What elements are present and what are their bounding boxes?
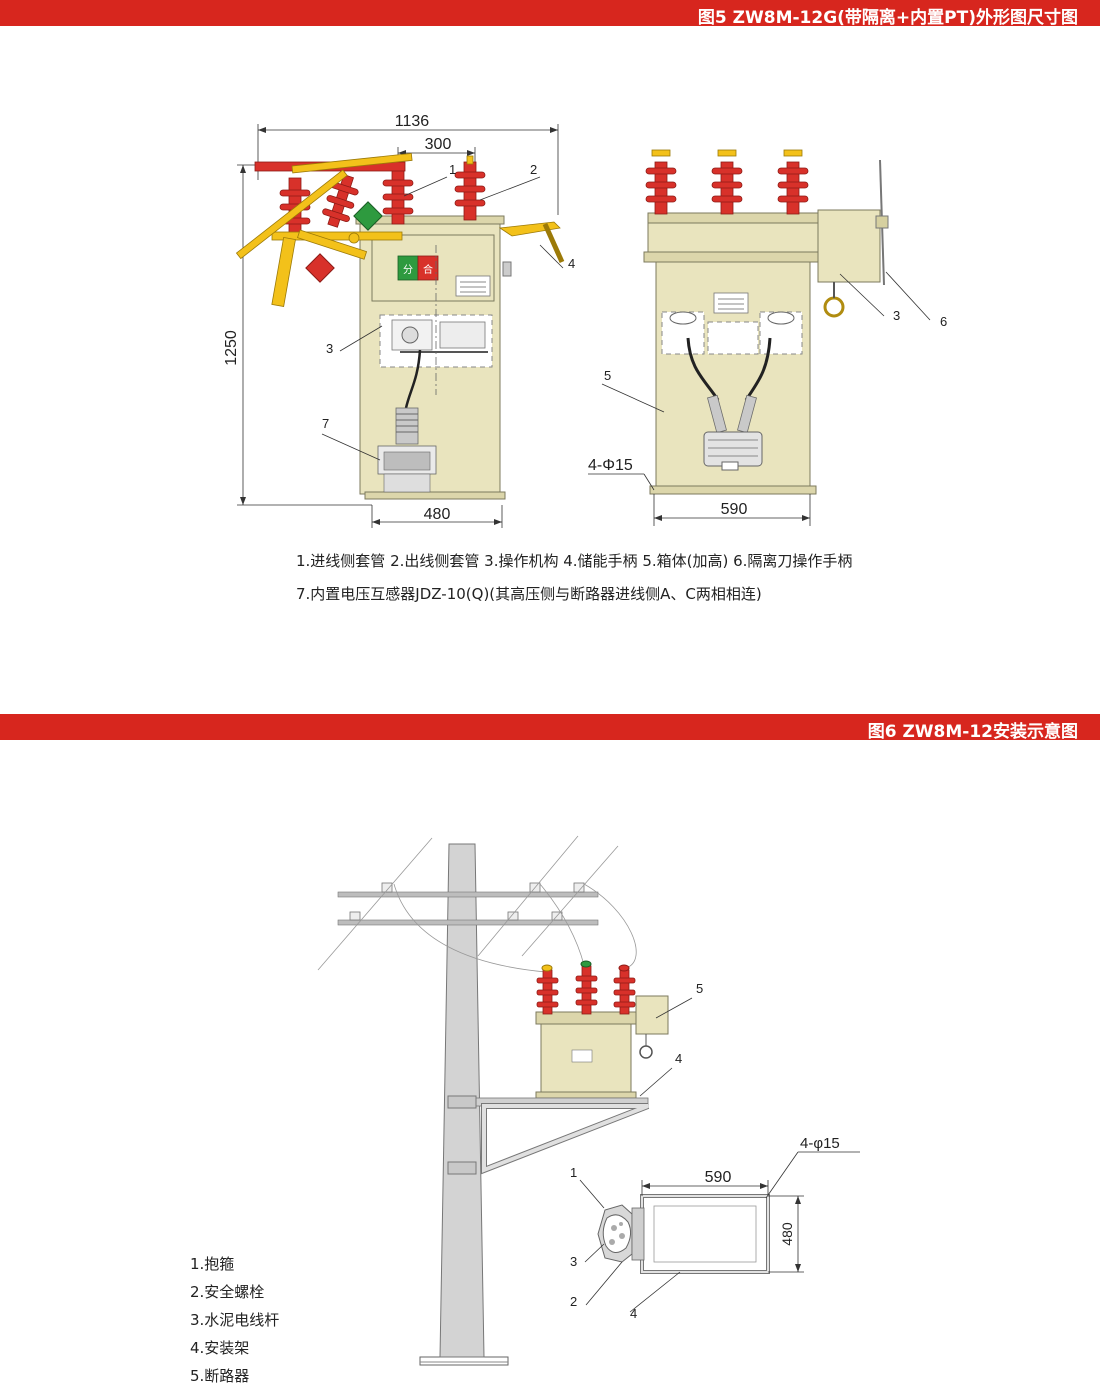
dimension-front-width: 590 <box>721 501 748 518</box>
install-callout-2: 2 <box>570 1294 577 1309</box>
front-bushings <box>645 149 809 215</box>
section2-title: 图6 ZW8M-12安装示意图 <box>867 722 1078 742</box>
open-indicator-label: 分 <box>403 264 413 276</box>
installation-drawing: 590 480 4-φ15 5 4 1 3 2 4 <box>317 835 860 1366</box>
callout-6: 6 <box>940 314 947 329</box>
callout-3-front: 3 <box>893 308 900 323</box>
front-voltage-transformer <box>703 394 763 471</box>
callout-1: 1 <box>449 162 456 177</box>
callout-5: 5 <box>604 368 611 383</box>
install-callout-3: 3 <box>570 1254 577 1269</box>
section2-legend-item-2: 2.安全螺栓 <box>190 1283 265 1301</box>
install-callout-5: 5 <box>696 981 703 996</box>
plan-mounting-holes-label: 4-φ15 <box>800 1135 840 1152</box>
section2-legend-item-3: 3.水泥电线杆 <box>190 1311 280 1329</box>
outgoing-bushing <box>454 155 486 221</box>
callout-4: 4 <box>568 256 575 271</box>
install-callout-4-plan: 4 <box>630 1306 637 1321</box>
dimension-bushing-spacing: 300 <box>425 136 452 153</box>
isolator-assembly <box>235 153 413 307</box>
incoming-bushing <box>382 167 414 225</box>
install-callout-4: 4 <box>675 1051 682 1066</box>
side-view-drawing: 1136 300 1250 480 分 合 <box>223 113 575 528</box>
mounting-frame-plan <box>597 1194 770 1274</box>
section2-legend-item-4: 4.安装架 <box>190 1339 250 1357</box>
section2-legend-item-1: 1.抱箍 <box>190 1255 235 1273</box>
dimension-overall-width: 1136 <box>395 113 430 130</box>
section1-legend-line-2: 7.内置电压互感器JDZ-10(Q)(其高压侧与断路器进线侧A、C两相相连) <box>296 585 762 603</box>
dimension-side-width: 480 <box>424 506 451 523</box>
voltage-transformer <box>377 407 437 493</box>
section1-title: 图5 ZW8M-12G(带隔离+内置PT)外形图尺寸图 <box>697 8 1078 28</box>
dimension-frame-width: 590 <box>705 1169 732 1186</box>
dimension-frame-depth: 480 <box>779 1222 795 1246</box>
install-callout-1: 1 <box>570 1165 577 1180</box>
front-view-drawing: 590 4-Φ15 5 3 6 <box>588 149 947 526</box>
close-indicator-label: 合 <box>423 263 433 276</box>
mounting-holes-label: 4-Φ15 <box>588 457 633 474</box>
section1-legend-line-1: 1.进线侧套管 2.出线侧套管 3.操作机构 4.储能手柄 5.箱体(加高) 6… <box>296 552 853 570</box>
callout-7: 7 <box>322 416 329 431</box>
callout-3: 3 <box>326 341 333 356</box>
callout-2: 2 <box>530 162 537 177</box>
section1-header-bar: 图5 ZW8M-12G(带隔离+内置PT)外形图尺寸图 <box>0 0 1100 28</box>
section2-header-bar: 图6 ZW8M-12安装示意图 <box>0 714 1100 742</box>
section2-legend-item-5: 5.断路器 <box>190 1367 250 1385</box>
breaker-bushings <box>536 960 636 1015</box>
dimension-height: 1250 <box>223 330 240 366</box>
